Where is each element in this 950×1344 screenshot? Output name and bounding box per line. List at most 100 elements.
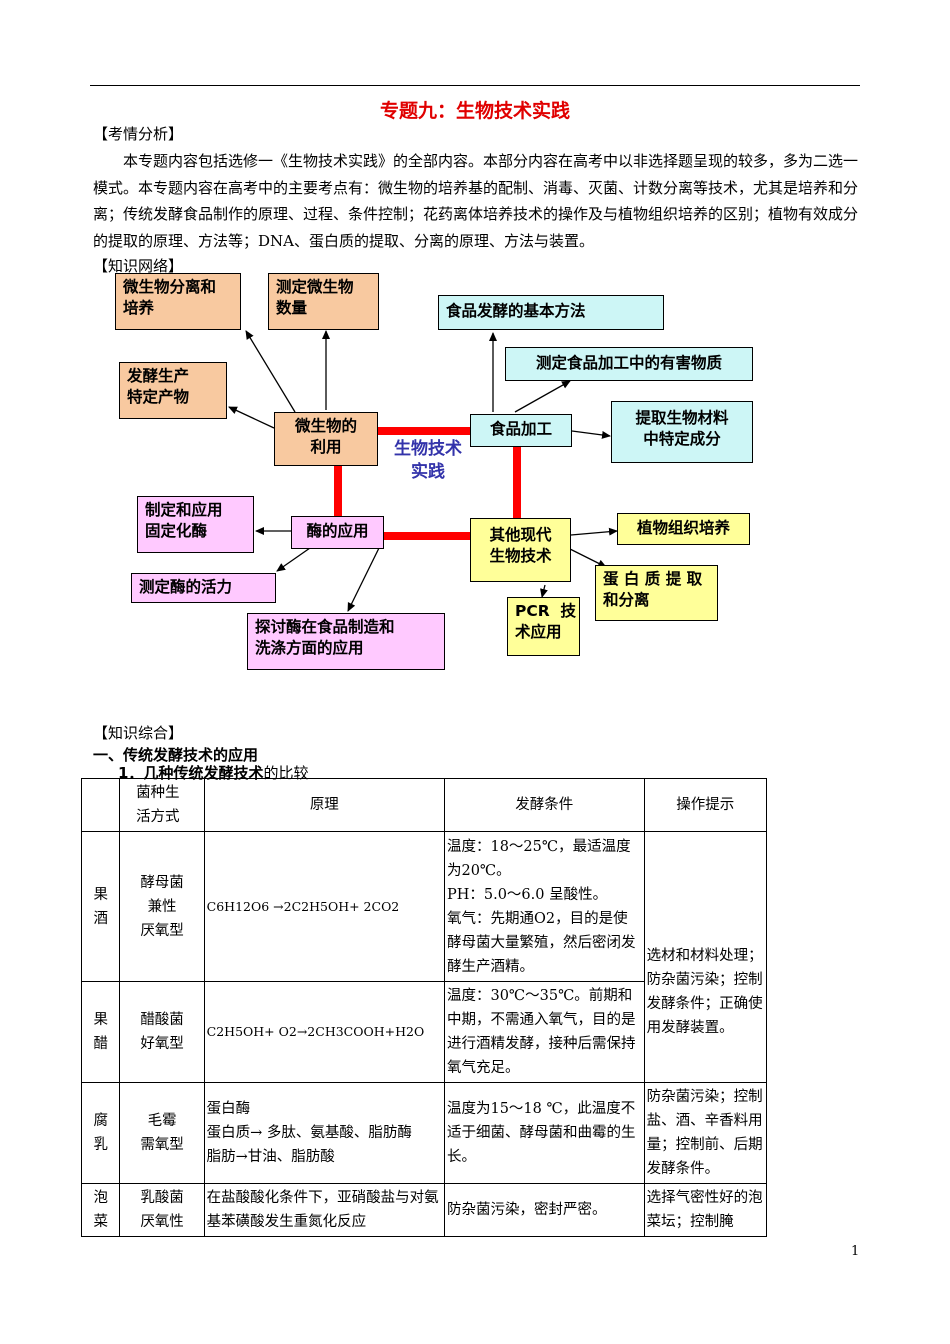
row-condition: 温度：18～25℃，最适温度为20℃。 PH：5.0～6.0 呈酸性。 氧气：先… (443, 831, 645, 982)
node-ferment-product-line1: 发酵生产 (127, 367, 190, 385)
row-strain-line3: 厌氧型 (140, 922, 184, 939)
node-micro-separation: 微生物分离和 培养 (115, 273, 241, 330)
node-fixed-enzyme-line2: 固定化酶 (145, 522, 208, 540)
header-cell-principle: 原理 (203, 778, 445, 832)
node-other-tech: 其他现代 生物技术 (470, 518, 571, 582)
node-food-method-line1: 食品发酵的基本方法 (446, 302, 586, 320)
row-strain-line2: 需氧型 (140, 1137, 184, 1153)
header-cell-tip: 操作提示 (643, 778, 768, 832)
node-micro-count-line2: 数量 (276, 299, 308, 317)
node-fixed-enzyme: 制定和应用 固定化酶 (137, 496, 254, 553)
node-plant-tissue: 植物组织培养 (617, 513, 750, 545)
node-extract-components-line1: 提取生物材料 (635, 409, 729, 427)
arrows (228, 330, 618, 612)
node-enzyme-activity-line1: 测定酶的活力 (139, 578, 233, 596)
row-condition: 温度为15～18 ℃，此温度不适于细菌、酵母菌和曲霉的生长。 (443, 1082, 645, 1184)
header-cell-condition: 发酵条件 (443, 778, 645, 832)
row-name-text: 腐乳 (93, 1113, 108, 1153)
row-principle-line2: 蛋白质→ 多肽、氨基酸、脂肪酶 (206, 1125, 412, 1141)
row-condition-line1: 温度：18～25℃，最适温度为20℃。 (446, 838, 631, 879)
row-strain: 乳酸菌 厌氧性 (119, 1183, 205, 1237)
row-strain-line1: 毛霉 (147, 1113, 177, 1129)
row-tip: 选择气密性好的泡菜坛；控制腌 (643, 1183, 768, 1237)
row-strain: 醋酸菌 好氧型 (119, 981, 205, 1083)
fermentation-comparison-table: 菌种生活方式 原理 发酵条件 操作提示 果酒 酵母菌 兼性 厌氧型 C6H12O… (80, 778, 768, 1237)
node-pcr-line1: PCR 技 (515, 602, 576, 620)
node-harmful-substance-line1: 测定食品加工中的有害物质 (535, 354, 722, 372)
node-enzyme-application-line1: 酶的应用 (306, 522, 369, 540)
node-protein-line2: 和分离 (603, 591, 650, 609)
node-micro-use-line2: 利用 (310, 438, 342, 456)
node-micro-count: 测定微生物 数量 (268, 273, 379, 330)
node-food-processing: 食品加工 (470, 414, 572, 447)
page-title: 专题九：生物技术实践 (379, 100, 570, 122)
row-principle-line3: 脂肪→甘油、脂肪酸 (206, 1149, 335, 1165)
row-tip: 选材和材料处理；防杂菌污染；控制发酵条件；正确使用发酵装置。 (643, 831, 768, 1083)
row-strain-line2: 厌氧性 (140, 1214, 184, 1230)
row-principle-line1: 蛋白酶 (206, 1101, 251, 1117)
node-enzyme-food-line1: 探讨酶在食品制造和 (255, 618, 395, 636)
table-header-row: 菌种生活方式 原理 发酵条件 操作提示 (80, 778, 768, 832)
knowledge-network-diagram: 微生物分离和 培养 测定微生物 数量 发酵生产 特定产物 微生物的 利用 食品发… (115, 273, 753, 670)
row-name-text: 果醋 (93, 1012, 108, 1052)
header-cell-empty (80, 778, 121, 832)
node-micro-separation-line2: 培养 (123, 299, 155, 317)
row-principle: 蛋白酶 蛋白质→ 多肽、氨基酸、脂肪酶 脂肪→甘油、脂肪酸 (203, 1082, 445, 1184)
table-row: 泡菜 乳酸菌 厌氧性 在盐酸酸化条件下，亚硝酸盐与对氨基苯磺酸发生重氮化反应 防… (80, 1183, 768, 1237)
row-name: 腐乳 (80, 1082, 121, 1184)
node-protein-line1: 蛋 白 质 提 取 (603, 570, 703, 588)
node-pcr: PCR 技 术应用 (507, 597, 580, 656)
node-micro-count-line1: 测定微生物 (276, 278, 354, 296)
heading-comparison-normal: 的比较 (263, 764, 309, 782)
center-label-line1: 生物技术 (394, 439, 462, 459)
row-strain: 毛霉 需氧型 (119, 1082, 205, 1184)
node-micro-use-line1: 微生物的 (294, 417, 357, 435)
node-micro-use: 微生物的 利用 (274, 412, 378, 466)
node-extract-components-line2: 中特定成分 (643, 430, 721, 448)
row-name: 泡菜 (80, 1183, 121, 1237)
row-strain-line2: 好氧型 (140, 1036, 184, 1052)
section-analysis: 【考情分析】 (93, 125, 184, 143)
node-enzyme-food-line2: 洗涤方面的应用 (255, 639, 364, 657)
node-protein: 蛋 白 质 提 取 和分离 (595, 565, 718, 621)
row-strain-line1: 乳酸菌 (140, 1190, 184, 1206)
analysis-paragraph: 本专题内容包括选修一《生物技术实践》的全部内容。本部分内容在高考中以非选择题呈现… (93, 152, 859, 250)
node-enzyme-activity: 测定酶的活力 (131, 573, 276, 603)
node-food-method: 食品发酵的基本方法 (438, 295, 664, 330)
header-strain-text: 菌种生活方式 (136, 785, 180, 825)
node-ferment-product-line2: 特定产物 (127, 388, 190, 406)
node-other-tech-line2: 生物技术 (489, 547, 552, 565)
header-cell-strain: 菌种生活方式 (119, 778, 205, 832)
node-extract-components: 提取生物材料 中特定成分 (611, 401, 753, 463)
row-name: 果酒 (80, 831, 121, 982)
table-row: 果醋 醋酸菌 好氧型 C2H5OH+ O2→2CH3COOH+H2O 温度：30… (80, 981, 767, 1083)
node-fixed-enzyme-line1: 制定和应用 (145, 501, 223, 519)
row-condition: 温度：30℃～35℃。前期和中期，不需通入氧气，目的是进行酒精发酵，接种后需保持… (443, 981, 645, 1083)
row-condition-line2: PH：5.0～6.0 呈酸性。 (446, 886, 608, 903)
row-condition-line3: 氧气：先期通O2，目的是使酵母菌大量繁殖，然后密闭发酵生产酒精。 (446, 910, 636, 975)
node-other-tech-line1: 其他现代 (489, 526, 552, 544)
row-principle: 在盐酸酸化条件下，亚硝酸盐与对氨基苯磺酸发生重氮化反应 (203, 1183, 445, 1237)
node-food-processing-line1: 食品加工 (489, 420, 552, 438)
row-strain-line1: 醋酸菌 (140, 1012, 184, 1028)
node-micro-separation-line1: 微生物分离和 (123, 278, 217, 296)
row-principle: C6H12O6 →2C2H5OH+ 2CO2 (203, 831, 445, 982)
row-tip: 防杂菌污染；控制盐、酒、辛香料用量；控制前、后期发酵条件。 (643, 1082, 768, 1184)
page-number: 1 (851, 1244, 860, 1259)
red-frame (334, 427, 521, 540)
section-synthesis: 【知识综合】 (93, 724, 184, 742)
section-network: 【知识网络】 (93, 257, 184, 275)
row-principle: C2H5OH+ O2→2CH3COOH+H2O (203, 981, 445, 1083)
row-name-text: 果酒 (93, 886, 108, 927)
node-enzyme-food: 探讨酶在食品制造和 洗涤方面的应用 (247, 613, 445, 670)
heading-comparison: 1．几种传统发酵技术的比较 (118, 762, 308, 783)
table-row: 腐乳 毛霉 需氧型 蛋白酶 蛋白质→ 多肽、氨基酸、脂肪酶 脂肪→甘油、脂肪酸 … (80, 1082, 768, 1184)
row-strain: 酵母菌 兼性 厌氧型 (119, 831, 205, 982)
node-harmful-substance: 测定食品加工中的有害物质 (505, 347, 753, 381)
node-plant-tissue-line1: 植物组织培养 (636, 519, 730, 537)
center-label-line2: 实践 (411, 462, 445, 482)
node-pcr-line2: 术应用 (515, 623, 562, 641)
heading-traditional-fermentation: 一、传统发酵技术的应用 (93, 746, 259, 764)
row-strain-line1: 酵母菌 (140, 874, 184, 891)
row-strain-line2: 兼性 (147, 898, 177, 915)
